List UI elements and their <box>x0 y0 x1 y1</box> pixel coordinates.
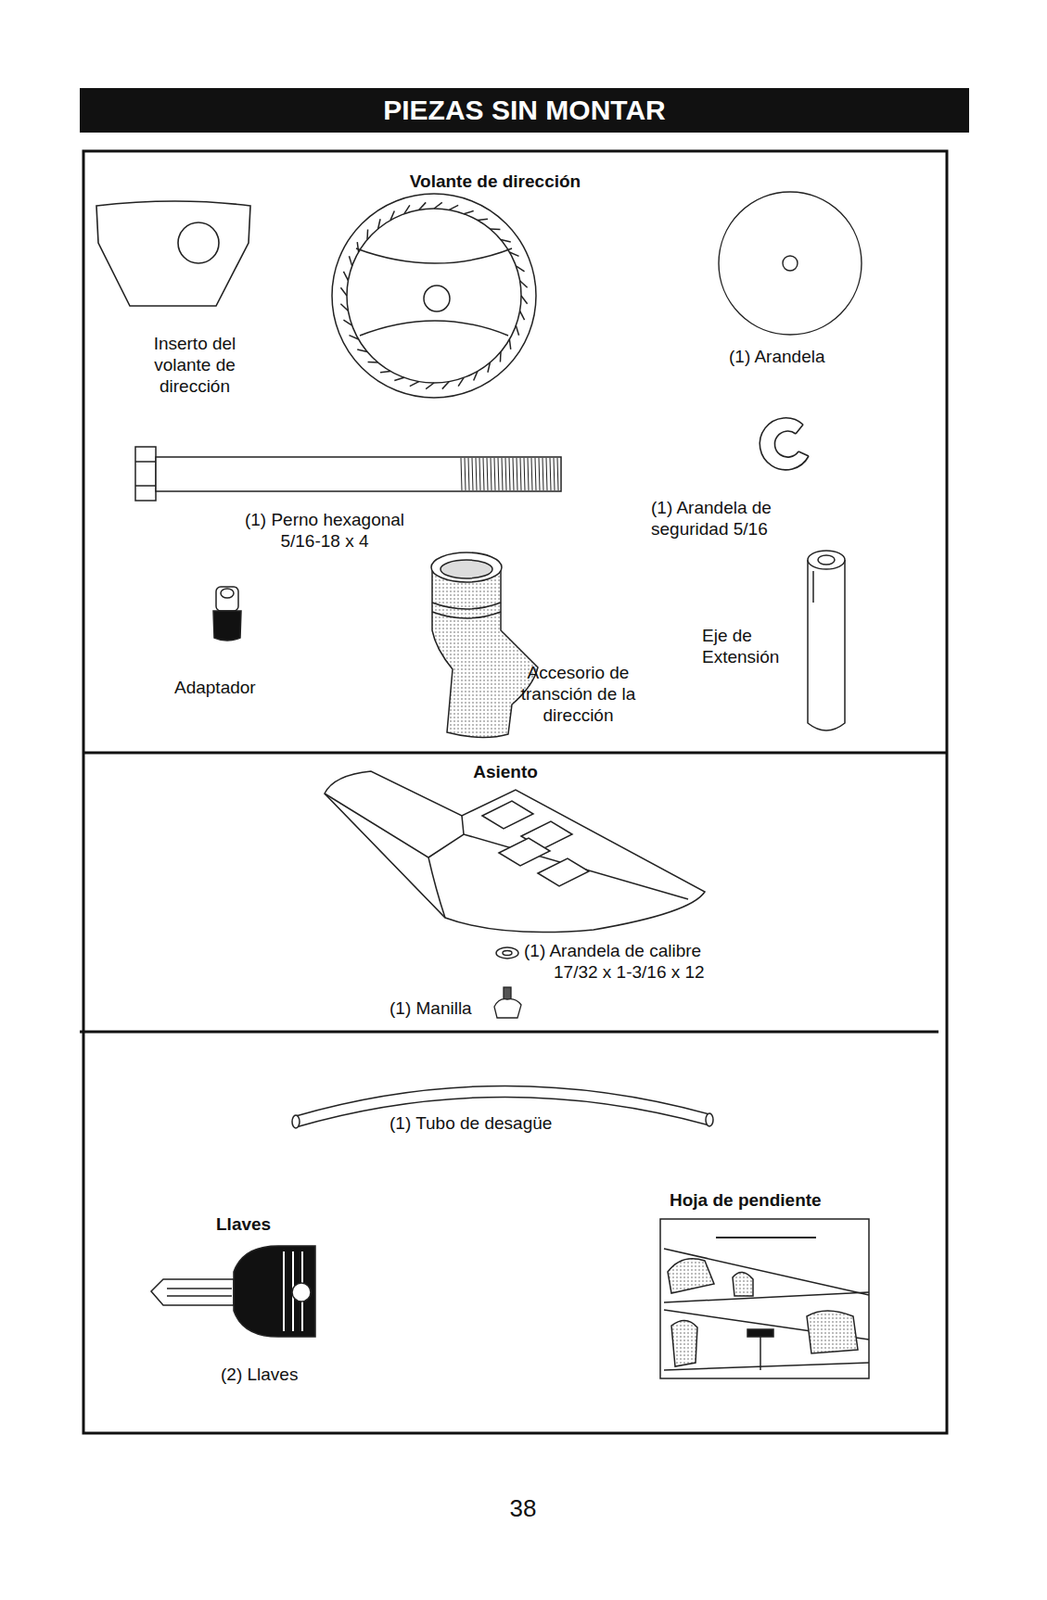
knurl-stroke <box>442 382 450 390</box>
thread-stroke <box>527 458 529 491</box>
slope-sheet <box>660 1219 869 1379</box>
thread-stroke <box>472 458 473 491</box>
knurl-stroke <box>520 280 528 289</box>
part-name: Inserto del volante de dirección <box>139 333 251 397</box>
thread-stroke <box>553 458 555 491</box>
part-name: (1) Arandela de seguridad 5/16 <box>651 497 800 541</box>
knurl-stroke <box>343 271 348 281</box>
thread-stroke <box>523 458 525 491</box>
part-name: (2) Llaves <box>220 1365 332 1387</box>
knurl-stroke <box>380 370 391 372</box>
thread-stroke <box>497 458 499 491</box>
knurl-stroke <box>515 266 524 272</box>
thread-stroke <box>542 458 544 491</box>
thread-stroke <box>516 458 518 491</box>
knurl-stroke <box>378 218 381 230</box>
knurl-stroke <box>448 204 459 210</box>
knurl-stroke <box>473 370 478 381</box>
part-name: (1) Tubo de desagüe <box>389 1113 603 1136</box>
knurl-stroke <box>509 339 511 350</box>
knob <box>494 987 522 1019</box>
section-heading: Volante de dirección <box>402 171 588 193</box>
thread-stroke <box>512 458 514 491</box>
knurl-stroke <box>489 228 500 230</box>
section-heading: Asiento <box>459 762 552 784</box>
hex-bolt <box>135 446 562 501</box>
thread-stroke <box>464 458 466 491</box>
key <box>151 1246 316 1338</box>
part-name: (1) Manilla <box>389 998 492 1021</box>
thread-stroke <box>479 458 481 491</box>
knurl-stroke <box>357 349 368 352</box>
knurl-stroke <box>343 319 352 326</box>
thread-stroke <box>535 458 537 491</box>
lock-washer <box>759 418 809 471</box>
knurl-stroke <box>487 362 490 373</box>
page-title: PIEZAS SIN MONTAR <box>383 94 665 127</box>
thread-stroke <box>531 458 533 491</box>
steering-transition-fitting <box>431 552 538 739</box>
knurl-stroke <box>458 377 464 386</box>
adapter <box>213 587 242 641</box>
part-name: Accesorio de transción de la dirección <box>506 663 651 727</box>
page-number: 38 <box>485 1494 561 1524</box>
thread-stroke <box>494 458 496 491</box>
part-name: (1) Arandela de calibre 17/32 x 1-3/16 x… <box>523 941 740 984</box>
knurl-stroke <box>499 351 502 362</box>
knurl-stroke <box>340 304 348 312</box>
knurl-stroke <box>521 295 528 305</box>
knurl-stroke <box>425 383 435 390</box>
thread-stroke <box>501 458 503 491</box>
thread-stroke <box>505 458 507 491</box>
thread-stroke <box>509 458 511 491</box>
knurl-stroke <box>434 202 443 209</box>
thread-stroke <box>557 458 559 491</box>
part-name: Eje de Extensión <box>702 625 795 669</box>
thread-stroke <box>486 458 488 491</box>
knurl-stroke <box>477 218 488 220</box>
thread-stroke <box>468 458 470 491</box>
thread-stroke <box>520 458 522 491</box>
knurl-stroke <box>348 255 352 267</box>
thread-stroke <box>546 458 548 491</box>
seat <box>324 771 705 933</box>
thread-stroke <box>549 458 551 491</box>
thread-stroke <box>538 458 540 491</box>
section-heading: Llaves <box>216 1214 309 1237</box>
gauge-washer <box>496 947 519 959</box>
knurl-stroke <box>409 382 420 387</box>
knurl-stroke <box>509 252 519 256</box>
knurl-stroke <box>419 202 427 210</box>
knurl-stroke <box>390 210 395 220</box>
wheel-insert <box>96 201 251 307</box>
thread-stroke <box>483 458 485 491</box>
knurl-stroke <box>500 240 511 243</box>
part-name: (1) Perno hexagonal 5/16-18 x 4 <box>231 510 418 553</box>
knurl-stroke <box>366 229 369 241</box>
thread-stroke <box>475 458 477 491</box>
knurl-stroke <box>463 210 474 214</box>
knurl-stroke <box>404 204 410 214</box>
title-band: PIEZAS SIN MONTAR <box>79 88 970 133</box>
knurl-stroke <box>368 361 379 364</box>
frame <box>83 151 947 1434</box>
knurl-stroke <box>394 377 405 381</box>
knurl-stroke <box>520 310 525 320</box>
washer <box>718 191 862 335</box>
steering-wheel <box>331 193 537 398</box>
thread-stroke <box>490 458 492 491</box>
knurl-stroke <box>515 325 519 336</box>
part-name: Adaptador <box>174 677 277 700</box>
knurl-stroke <box>340 287 347 296</box>
thread-stroke <box>460 458 462 491</box>
extension-shaft <box>807 550 845 731</box>
knurl-stroke <box>357 242 358 253</box>
knurl-stroke <box>348 335 358 340</box>
part-name: (1) Arandela <box>728 346 850 369</box>
section-heading: Hoja de pendiente <box>669 1190 856 1213</box>
